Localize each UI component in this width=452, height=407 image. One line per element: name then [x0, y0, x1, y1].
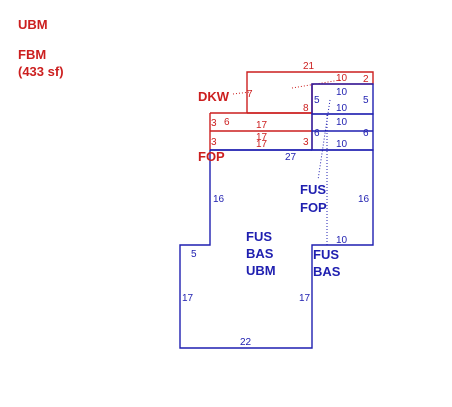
dim-blue-5-notch: 5 — [191, 249, 197, 260]
dim-blue-10-a: 10 — [336, 87, 348, 98]
dim-blue-5-left: 5 — [314, 95, 320, 106]
dim-blue-17-right: 17 — [299, 293, 311, 304]
dim-red-7: 7 — [247, 89, 253, 100]
dim-blue-10-bottom: 10 — [336, 235, 348, 246]
dim-blue-16-right: 16 — [358, 194, 370, 205]
label-fus-bas-1: FUS — [313, 247, 339, 262]
label-main-3: UBM — [246, 263, 276, 278]
dkw-outline — [246, 71, 374, 114]
label-dkw: DKW — [198, 89, 230, 104]
legend-fbm: FBM — [18, 47, 46, 62]
dim-blue-6-left: 6 — [314, 128, 320, 139]
dim-blue-10-b: 10 — [336, 103, 348, 114]
dim-blue-5-right: 5 — [363, 95, 369, 106]
label-fus-fop-1: FUS — [300, 182, 326, 197]
legend-fbm-area: (433 sf) — [18, 64, 64, 79]
fus-fop-leader — [317, 99, 331, 181]
label-fus-bas-2: BAS — [313, 264, 341, 279]
dim-red-10: 10 — [336, 73, 348, 84]
label-main-1: FUS — [246, 229, 272, 244]
dim-red-3-step: 3 — [211, 118, 217, 129]
legend-ubm: UBM — [18, 17, 48, 32]
dim-red-17-bot: 17 — [256, 139, 268, 150]
dim-red-3-right: 3 — [303, 137, 309, 148]
main-outline — [179, 149, 374, 349]
dim-blue-17-left: 17 — [182, 293, 194, 304]
blue-box-lower — [311, 113, 374, 151]
dim-blue-22: 22 — [240, 337, 252, 348]
label-main-2: BAS — [246, 246, 274, 261]
dim-blue-10-d: 10 — [336, 139, 348, 150]
label-fop: FOP — [198, 149, 225, 164]
dim-red-3-left: 3 — [211, 137, 217, 148]
dim-blue-16-left: 16 — [213, 194, 225, 205]
dim-red-17-top: 17 — [256, 120, 268, 131]
dim-blue-10-c: 10 — [336, 117, 348, 128]
dim-red-17-mid: 17 — [256, 132, 268, 143]
dim-red-2: 2 — [363, 74, 369, 85]
label-fus-fop-2: FOP — [300, 200, 327, 215]
dim-red-6-step: 6 — [224, 117, 230, 128]
dim-red-21: 21 — [303, 61, 315, 72]
dim-blue-27: 27 — [285, 152, 297, 163]
dim-blue-6-right: 6 — [363, 128, 369, 139]
dim-red-8: 8 — [303, 103, 309, 114]
